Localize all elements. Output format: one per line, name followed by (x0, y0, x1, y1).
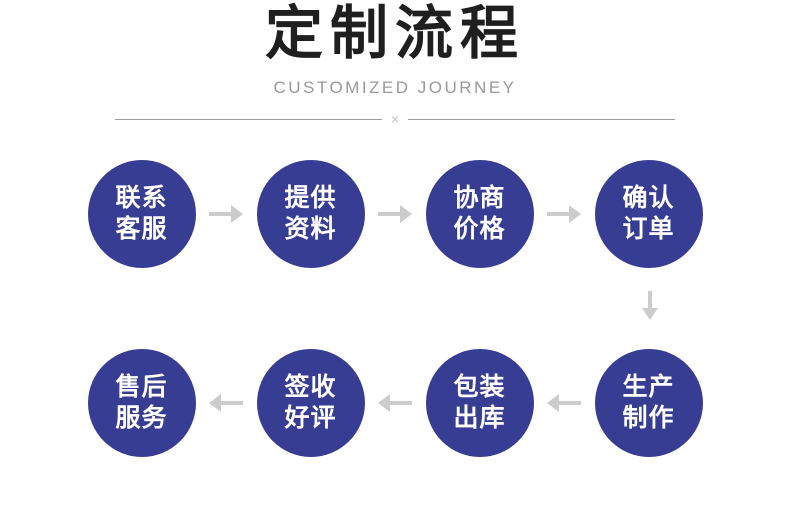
step-circle-contact-service: 联系 客服 (87, 159, 196, 268)
flow-row-2: 售后 服务 签收 好评 包装 出库 (0, 348, 790, 457)
arrow-head (231, 204, 243, 223)
arrow-shaft (209, 211, 232, 216)
step-label-line: 价格 (453, 214, 506, 243)
step-label-line: 协商 (453, 183, 506, 212)
arrow-shaft (378, 211, 401, 216)
step-circle-production: 生产 制作 (594, 348, 703, 457)
page-subtitle: CUSTOMIZED JOURNEY (273, 77, 517, 97)
step-circle-pack-and-ship: 包装 出库 (425, 348, 534, 457)
step-label-line: 售后 (115, 372, 168, 401)
divider: × (115, 110, 675, 127)
step-circle-sign-and-review: 签收 好评 (256, 348, 365, 457)
arrow-head (378, 393, 390, 412)
arrow-shaft (547, 211, 570, 216)
divider-line-left (115, 119, 382, 121)
flow-connector (534, 204, 595, 223)
flow-diagram: 联系 客服 提供 资料 协商 价格 (0, 159, 790, 457)
step-circle-negotiate-price: 协商 价格 (425, 159, 534, 268)
arrow-left-icon (378, 393, 412, 412)
arrow-head (641, 307, 658, 320)
step-label-line: 包装 (453, 372, 506, 401)
flow-connector (196, 204, 257, 223)
step-label-line: 客服 (115, 214, 168, 243)
arrow-shaft (220, 400, 243, 405)
step-label-line: 订单 (622, 214, 675, 243)
page-title: 定制流程 (264, 1, 525, 66)
divider-line-right (408, 119, 675, 121)
step-circle-after-sales-service: 售后 服务 (87, 348, 196, 457)
arrow-shaft (389, 400, 412, 405)
step-label-line: 服务 (115, 403, 168, 432)
arrow-shaft (558, 400, 581, 405)
arrow-head (569, 204, 581, 223)
step-label-line: 制作 (622, 403, 675, 432)
arrow-head (547, 393, 559, 412)
arrow-head (400, 204, 412, 223)
arrow-left-icon (209, 393, 243, 412)
flow-row-1: 联系 客服 提供 资料 协商 价格 (0, 159, 790, 268)
arrow-right-icon (547, 204, 581, 223)
arrow-left-icon (547, 393, 581, 412)
divider-x-mark: × (390, 110, 400, 127)
step-label-line: 提供 (284, 183, 337, 212)
step-circle-confirm-order: 确认 订单 (594, 159, 703, 268)
arrow-right-icon (378, 204, 412, 223)
arrow-right-icon (209, 204, 243, 223)
arrow-down-icon (641, 290, 658, 320)
step-label-line: 签收 (284, 372, 337, 401)
step-label-line: 出库 (453, 403, 506, 432)
arrow-shaft (647, 290, 652, 308)
flow-connector (365, 204, 426, 223)
header: 定制流程 CUSTOMIZED JOURNEY × (0, 0, 790, 127)
flow-connector (534, 393, 595, 412)
flow-connector (365, 393, 426, 412)
step-label-line: 好评 (284, 403, 337, 432)
step-circle-provide-materials: 提供 资料 (256, 159, 365, 268)
step-label-line: 确认 (622, 183, 675, 212)
step-label-line: 生产 (622, 372, 675, 401)
flow-connector (196, 393, 257, 412)
arrow-head (209, 393, 221, 412)
step-label-line: 资料 (284, 214, 337, 243)
step-label-line: 联系 (115, 183, 168, 212)
